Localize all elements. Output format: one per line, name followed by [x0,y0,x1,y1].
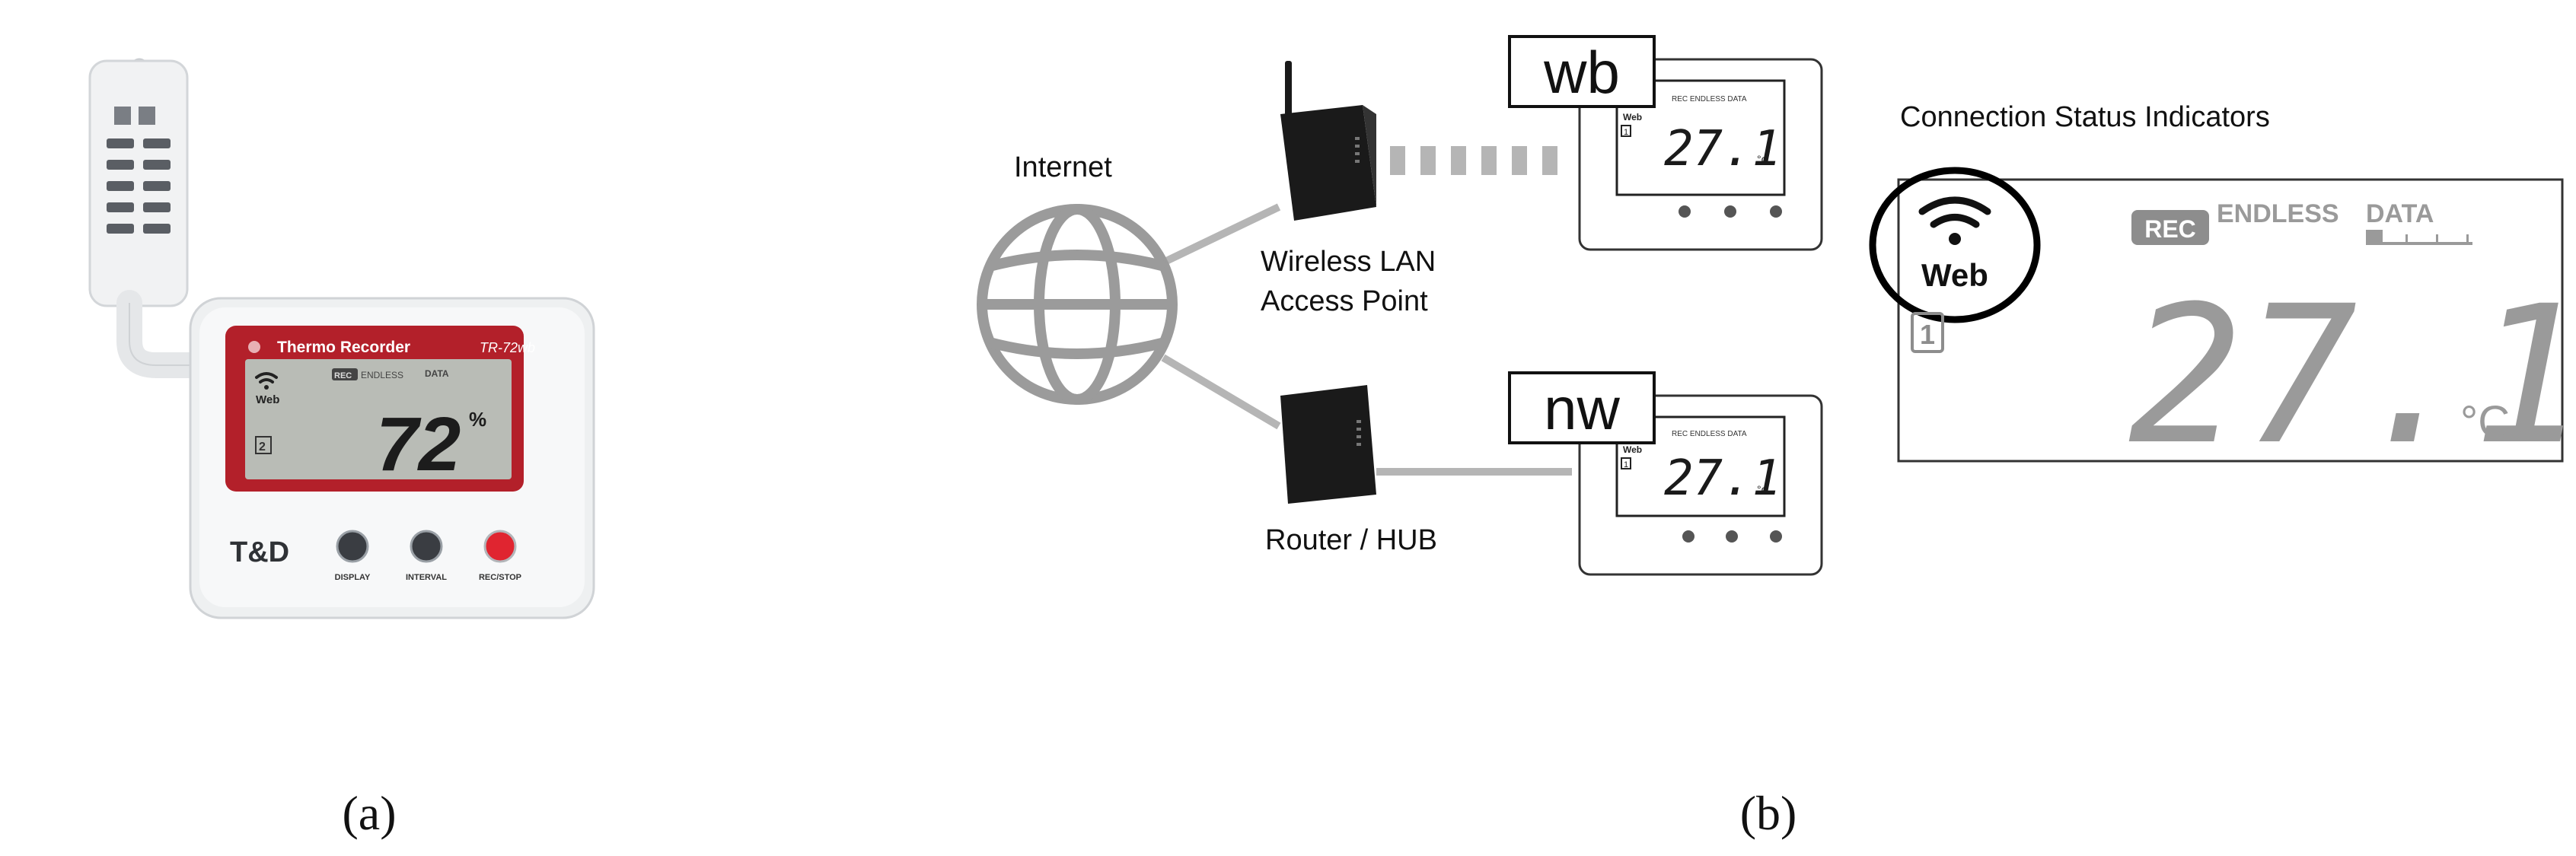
rec-stop-button [483,530,517,563]
mini-reading: 27.1 [1664,121,1781,177]
device-data-label: DATA [425,368,449,379]
wifi-icon [1918,196,1991,228]
button-label: DISPLAY [335,573,371,582]
device-rec-label: REC [334,371,352,380]
mini-web-label: Web [1623,444,1642,455]
interval-button [410,530,443,563]
humidity-probe [88,58,212,378]
bluetooth-icon [248,341,260,353]
caption-b: (b) [1740,786,1797,840]
status-web-label: Web [1921,257,1988,293]
panel-a: Thermo Recorder TR-72wb Web REC ENDLESS … [88,58,595,840]
internet-to-access-point-line [1161,203,1281,266]
mini-device-nw: Web REC ENDLESS DATA 1 27.1 °c nw [1508,371,1823,576]
device-model: TR-72wb [480,340,535,355]
internet-label: Internet [1014,151,1112,183]
device-title: Thermo Recorder [277,339,410,356]
button-label: INTERVAL [406,573,447,582]
mini-header: REC ENDLESS DATA [1672,95,1747,103]
device-endless-label: ENDLESS [361,370,403,380]
device-unit: % [469,408,486,431]
connection-lines [1161,203,1572,476]
caption-a: (a) [342,786,396,840]
highlight-circle [1869,167,2041,323]
status-rec-label: REC [2144,215,2196,243]
internet-globe-icon [977,204,1178,405]
display-button [336,530,369,563]
status-endless-label: ENDLESS [2217,199,2339,228]
button-label: REC/STOP [479,573,521,582]
mini-channel: 1 [1624,128,1628,137]
access-point-label: Access Point [1261,285,1428,317]
status-channel: 1 [1920,319,1935,350]
status-indicator-lcd: Web REC ENDLESS DATA 1 27.1 °C [1869,167,2576,486]
nw-label: nw [1544,375,1620,442]
internet-to-router-line [1161,354,1281,430]
router-label: Router / HUB [1265,524,1437,556]
wireless-access-point-icon [1280,61,1376,221]
data-bar-indicator [2366,230,2472,245]
panel-b: Internet Wireless LAN Access Point Route… [977,35,2576,840]
status-reading: 27.1 [2128,265,2576,486]
mini-unit: °c [1757,483,1767,495]
mini-reading: 27.1 [1664,450,1781,507]
device-lcd [245,359,512,479]
access-point-label: Wireless LAN [1261,246,1436,278]
status-unit: °C [2460,397,2510,447]
brand-logo: T&D [230,536,289,568]
thermo-recorder-device: Thermo Recorder TR-72wb Web REC ENDLESS … [189,297,595,619]
device-reading: 72 [376,402,461,487]
wb-label: wb [1543,39,1620,106]
status-title: Connection Status Indicators [1900,101,2270,133]
mini-unit: °c [1757,153,1767,165]
wifi-icon [255,372,278,383]
device-web-label: Web [256,393,279,406]
mini-header: REC ENDLESS DATA [1672,430,1747,438]
device-channel: 2 [259,441,266,453]
mini-web-label: Web [1623,112,1642,123]
mini-device-wb: Web REC ENDLESS DATA 1 27.1 °c wb [1508,35,1823,251]
mini-channel: 1 [1624,460,1628,469]
router-hub-icon [1280,385,1376,504]
status-data-label: DATA [2366,199,2434,228]
